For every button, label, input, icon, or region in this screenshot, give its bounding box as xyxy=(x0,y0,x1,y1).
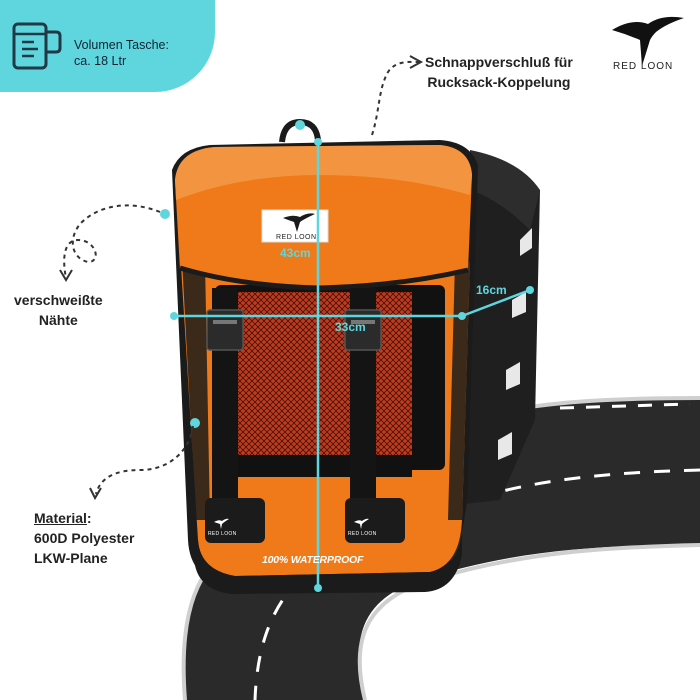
material-label: Material: 600D Polyester LKW-Plane xyxy=(34,508,134,568)
width-dimension: 33cm xyxy=(335,320,366,334)
callout-dots xyxy=(160,120,305,428)
material-title: Material xyxy=(34,510,87,526)
volume-badge: Volumen Tasche: ca. 18 Ltr xyxy=(0,0,215,92)
snap-closure-label: Schnappverschluß für Rucksack-Koppelung xyxy=(425,52,573,92)
loon-bird-icon xyxy=(612,16,684,66)
bag-body xyxy=(172,118,540,594)
measuring-jug-icon xyxy=(12,22,62,70)
dimension-lines xyxy=(170,138,534,592)
depth-dimension: 16cm xyxy=(476,283,507,297)
brand-name: RED LOON xyxy=(613,61,674,72)
material-line2: 600D Polyester xyxy=(34,530,135,546)
material-line3: LKW-Plane xyxy=(34,550,108,566)
seam-label-line2: Nähte xyxy=(38,312,78,328)
volume-label: Volumen Tasche: ca. 18 Ltr xyxy=(74,37,169,69)
material-heading: Material: xyxy=(34,508,134,528)
strap-logo-left: RED LOON xyxy=(208,531,237,537)
dashed-arrows xyxy=(63,60,421,495)
material-colon: : xyxy=(86,510,92,526)
strap-logo-right: RED LOON xyxy=(348,531,377,537)
volume-label-line2: ca. 18 Ltr xyxy=(74,54,127,68)
flap-logo-text: RED LOON xyxy=(276,234,317,241)
height-dimension: 43cm xyxy=(280,246,311,260)
waterproof-print: 100% WATERPROOF xyxy=(262,554,364,566)
snap-label-line2: Rucksack-Koppelung xyxy=(427,74,571,90)
volume-label-line1: Volumen Tasche: xyxy=(74,38,169,52)
seam-label-line1: verschweißte xyxy=(14,292,103,308)
welded-seams-label: verschweißte Nähte xyxy=(14,290,103,330)
snap-label-line1: Schnappverschluß für xyxy=(425,54,573,70)
